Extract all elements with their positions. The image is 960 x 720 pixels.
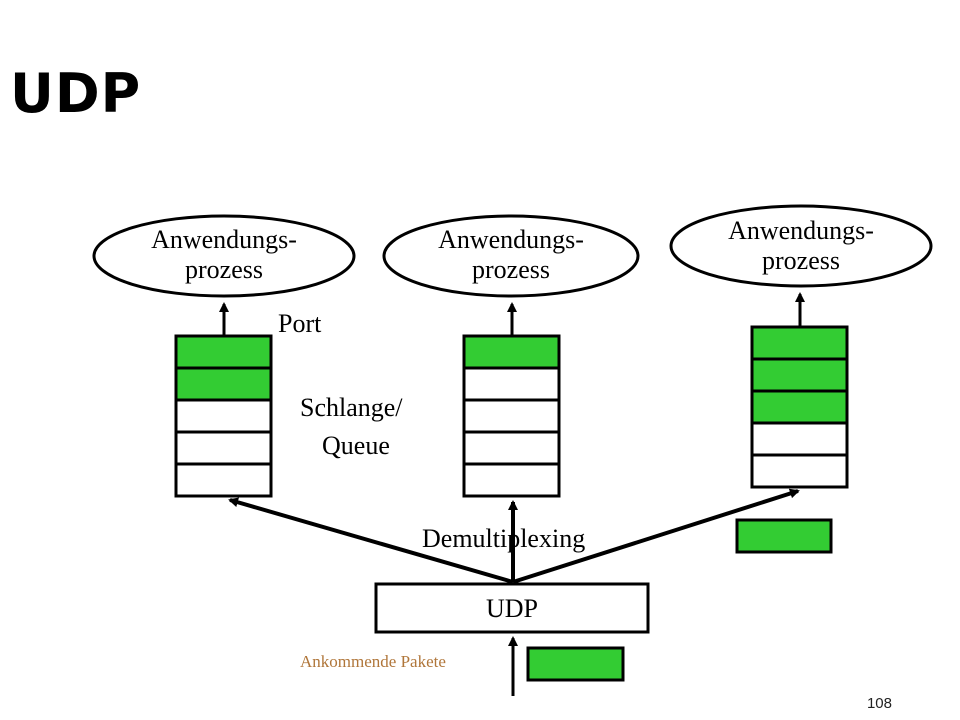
empty-queue-slot (174, 430, 273, 466)
queue-2 (462, 334, 561, 498)
empty-queue-slot (462, 462, 561, 498)
udp-box-label: UDP (486, 594, 538, 623)
demux-arrow-left (228, 497, 514, 584)
empty-queue-slot (750, 421, 849, 457)
empty-queue-slot (462, 430, 561, 466)
process-2-label-line2: prozess (472, 255, 550, 284)
process-1-label-line2: prozess (185, 255, 263, 284)
queue-3 (750, 325, 849, 489)
empty-queue-slot (750, 453, 849, 489)
empty-queue-slot (174, 462, 273, 498)
queue-1 (174, 334, 273, 498)
queued-packet-slot (750, 389, 849, 425)
process-2-label-line1: Anwendungs- (438, 225, 584, 254)
queued-packet-slot (750, 357, 849, 393)
process-3-label-line2: prozess (762, 246, 840, 275)
queued-packet-slot (174, 366, 273, 402)
process-3-label-line1: Anwendungs- (728, 216, 874, 245)
queue-label-line1: Schlange/ (300, 393, 403, 422)
udp-box (374, 582, 650, 634)
slide-title: UDP (10, 62, 142, 125)
empty-queue-slot (174, 398, 273, 434)
queued-packet-slot (174, 334, 273, 370)
page-number: 108 (866, 695, 892, 712)
empty-queue-slot (462, 398, 561, 434)
process-3: Anwendungs- prozess (669, 204, 933, 288)
process-1: Anwendungs- prozess (92, 214, 356, 298)
queued-packet-slot (462, 334, 561, 370)
demux-arrow-right (512, 488, 800, 584)
port-label: Port (278, 309, 322, 338)
queue-label-line2: Queue (322, 431, 390, 460)
delivered-packet (735, 518, 833, 554)
incoming-packets-label: Ankommende Pakete (300, 652, 446, 671)
incoming-packet (526, 646, 625, 682)
process-1-label-line1: Anwendungs- (151, 225, 297, 254)
empty-queue-slot (462, 366, 561, 402)
queued-packet-slot (750, 325, 849, 361)
process-2: Anwendungs- prozess (382, 214, 640, 298)
demultiplexing-label: Demultiplexing (422, 524, 585, 553)
